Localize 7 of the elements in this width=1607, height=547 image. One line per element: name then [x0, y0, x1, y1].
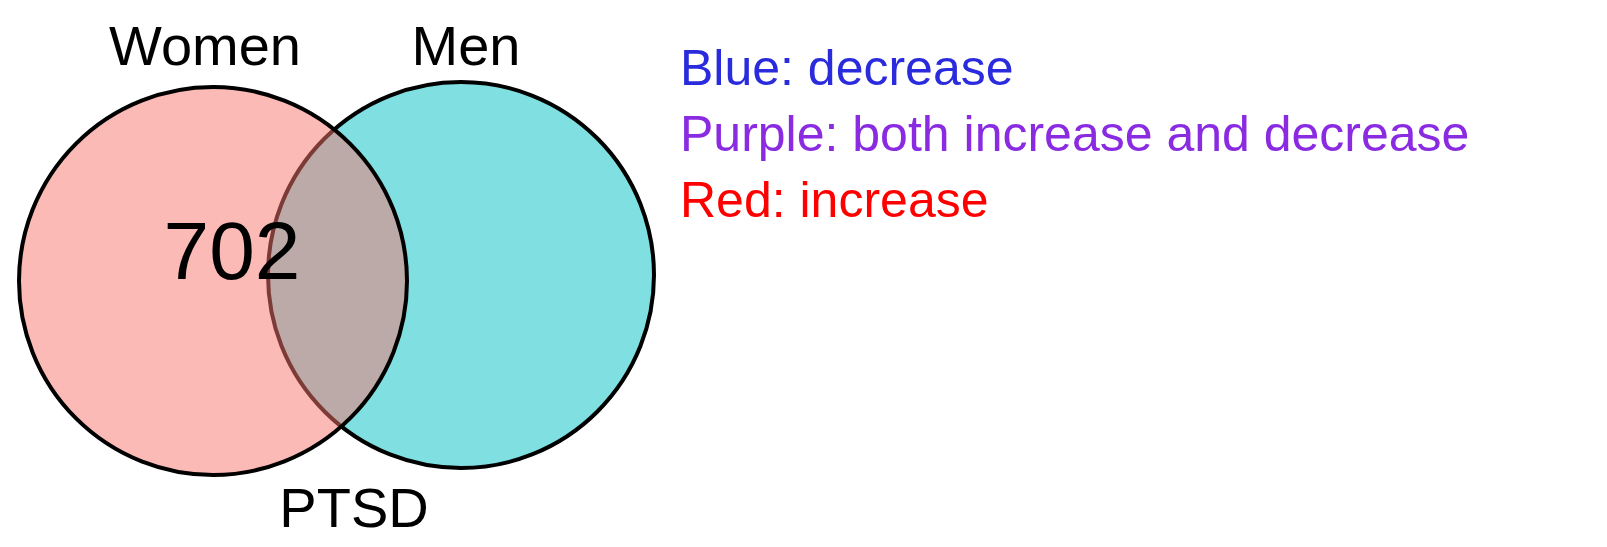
set-label: Women [109, 18, 301, 74]
set-label: Men [411, 18, 521, 74]
legend-text: Red: increase [680, 175, 989, 225]
legend-text: Blue: decrease [680, 43, 1014, 93]
count-label: 702 [163, 210, 301, 292]
legend-text: Purple: both increase and decrease [680, 109, 1470, 159]
caption: PTSD [279, 480, 429, 536]
